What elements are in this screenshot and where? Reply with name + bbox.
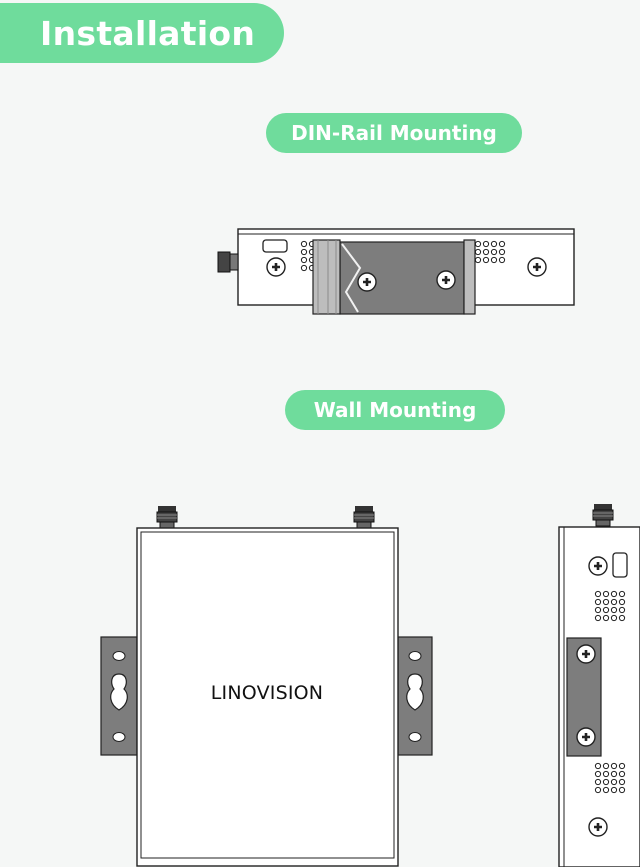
- screw-icon: [587, 555, 609, 577]
- screw-icon: [265, 256, 287, 278]
- antenna-icon: [592, 503, 614, 527]
- screw-icon: [435, 269, 457, 291]
- page-title: Installation: [40, 13, 256, 53]
- screw-icon: [587, 816, 609, 838]
- wall-mounting-label: Wall Mounting: [285, 390, 505, 430]
- antenna-icon: [353, 505, 375, 529]
- din-rail-label: DIN-Rail Mounting: [266, 113, 522, 153]
- screw-icon: [575, 726, 597, 748]
- wall-side-device: [558, 503, 640, 867]
- screw-icon: [575, 643, 597, 665]
- section-title-banner: Installation: [0, 3, 284, 63]
- wall-front-device: LINOVISION: [100, 505, 433, 867]
- brand-logo: LINOVISION: [211, 682, 323, 704]
- antenna-icon: [156, 505, 178, 529]
- din-rail-bracket: [312, 239, 476, 315]
- screw-icon: [526, 256, 548, 278]
- screw-icon: [356, 271, 378, 293]
